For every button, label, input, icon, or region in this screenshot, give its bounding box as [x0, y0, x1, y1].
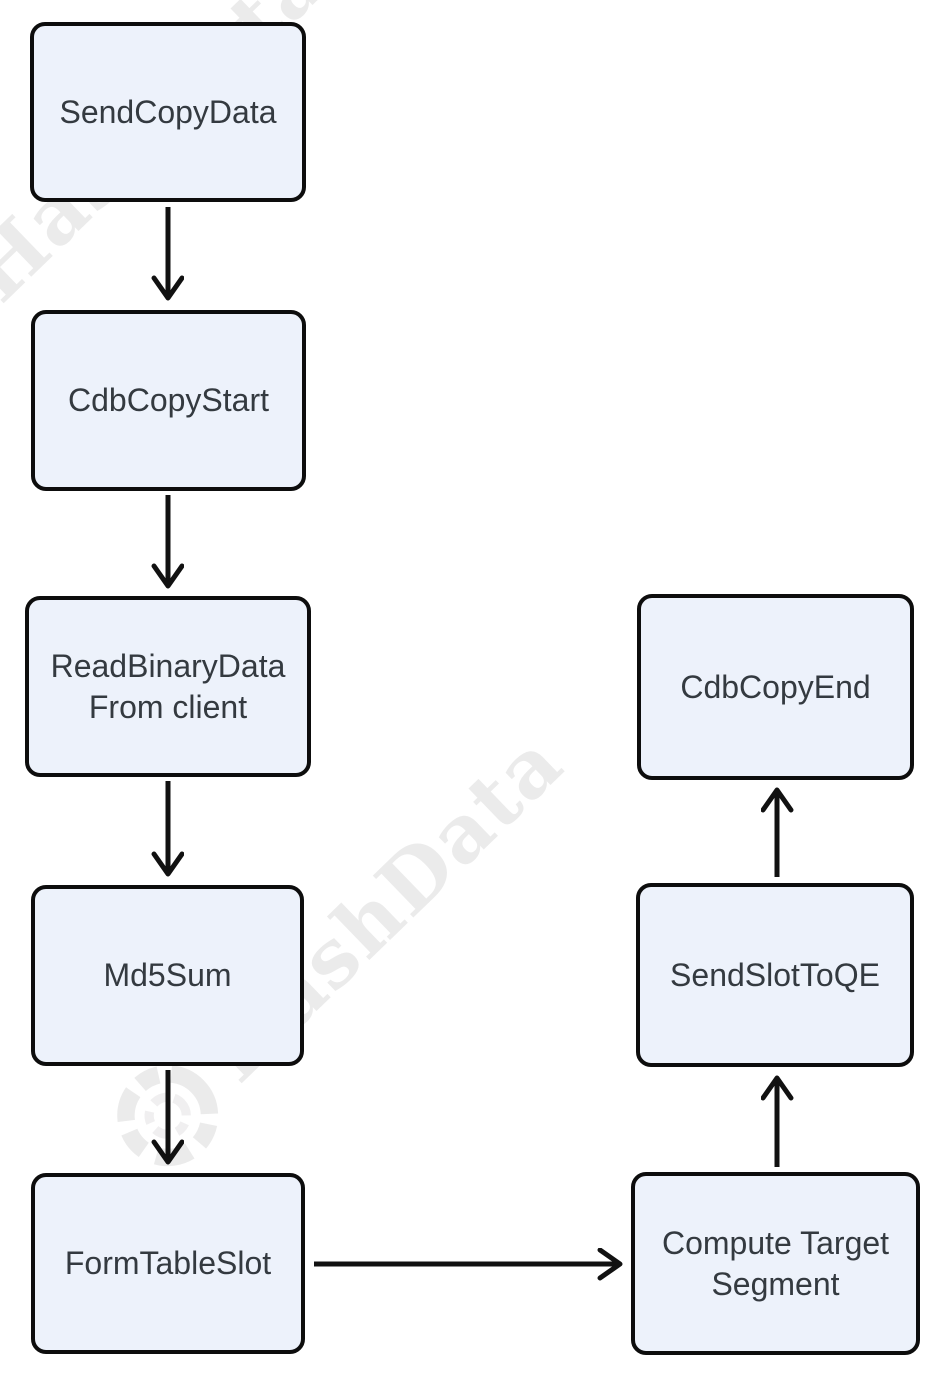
node-label: CdbCopyStart	[68, 382, 269, 419]
node-label: SendCopyData	[59, 93, 277, 130]
node-send-copy-data: SendCopyData	[30, 22, 306, 202]
node-label: FormTableSlot	[64, 1245, 272, 1282]
node-md5-sum: Md5Sum	[31, 885, 304, 1066]
node-label: Md5Sum	[103, 957, 232, 994]
node-label: ReadBinaryData From client	[50, 647, 286, 725]
node-compute-target-segment: Compute Target Segment	[631, 1172, 920, 1355]
node-cdb-copy-end: CdbCopyEnd	[637, 594, 914, 780]
node-form-table-slot: FormTableSlot	[31, 1173, 305, 1354]
node-label: SendSlotToQE	[670, 956, 880, 993]
node-send-slot-to-qe: SendSlotToQE	[636, 883, 914, 1067]
hashdata-logo-icon	[0, 254, 12, 418]
node-label: CdbCopyEnd	[680, 668, 871, 705]
node-cdb-copy-start: CdbCopyStart	[31, 310, 306, 491]
node-read-binary-data: ReadBinaryData From client	[25, 596, 311, 777]
node-label: Compute Target Segment	[661, 1224, 890, 1302]
